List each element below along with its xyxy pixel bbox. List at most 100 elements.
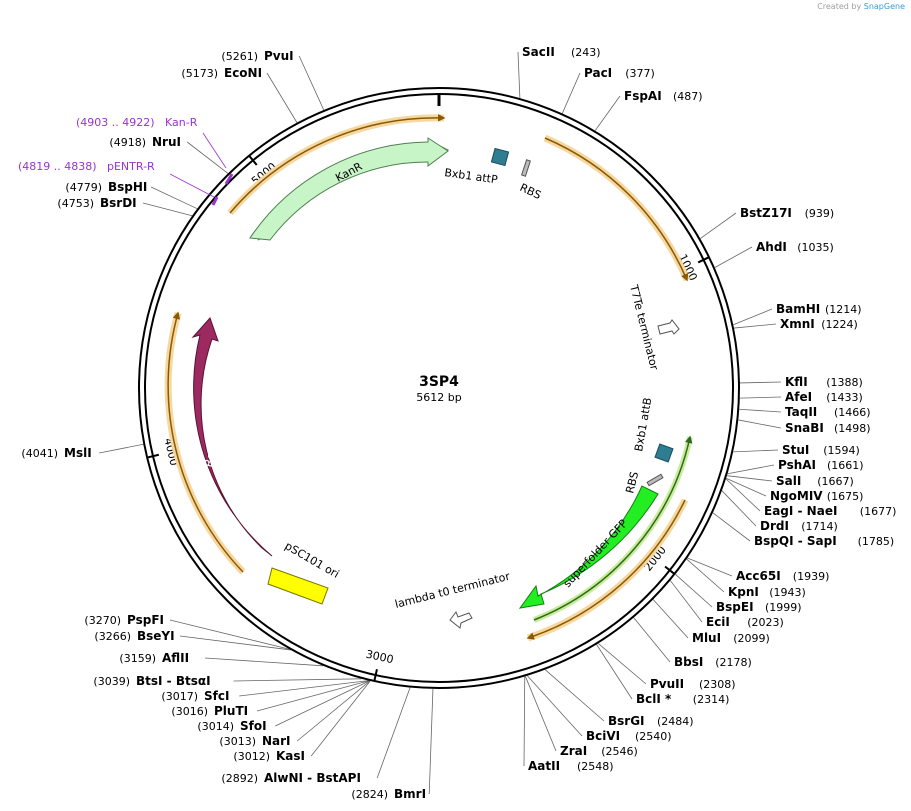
enzyme-pvui-name[interactable]: PvuI — [264, 49, 294, 63]
enzyme-mlui-name[interactable]: MluI — [692, 631, 721, 645]
enzyme-pluti-leader — [256, 680, 369, 712]
enzyme-bsrgi-name[interactable]: BsrGI — [608, 714, 645, 728]
enzyme-alwnibstapi-name[interactable]: AlwNI - BstAPI — [264, 771, 361, 785]
enzyme-bsrdi-name[interactable]: BsrDI — [100, 196, 137, 210]
enzyme-bbsi-name[interactable]: BbsI — [674, 655, 703, 669]
enzyme-fspai-pos: (487) — [673, 90, 703, 103]
enzyme-ahdi-leader — [714, 246, 753, 268]
enzyme-ecii-name[interactable]: EciI — [706, 615, 730, 629]
enzyme-bspqisapi-pos: (1785) — [858, 535, 895, 548]
tick-label-3000: 3000 — [365, 648, 395, 667]
enzyme-drdi-name[interactable]: DrdI — [760, 519, 789, 533]
enzyme-aatii-name[interactable]: AatII — [528, 759, 560, 773]
enzyme-pshai-name[interactable]: PshAI — [778, 458, 816, 472]
enzyme-bbsi-pos: (2178) — [715, 656, 752, 669]
enzyme-ngomiv-name[interactable]: NgoMIV — [770, 489, 823, 503]
enzyme-eaginaei-pos: (1677) — [860, 505, 897, 518]
enzyme-bsphi-leader — [150, 186, 198, 210]
enzyme-sfoi-pos: (3014) — [197, 720, 234, 733]
enzyme-kpni-name[interactable]: KpnI — [728, 585, 759, 599]
rbs2-box[interactable] — [646, 473, 664, 487]
tick-2000 — [664, 565, 676, 575]
lambda-terminator-shape[interactable] — [449, 610, 473, 629]
gfp-arrow[interactable] — [518, 485, 659, 609]
enzyme-stui-name[interactable]: StuI — [782, 443, 809, 457]
enzyme-sacii-pos: (243) — [571, 46, 601, 59]
enzyme-zrai-name[interactable]: ZraI — [560, 744, 587, 758]
enzyme-bsphi-name[interactable]: BspHI — [108, 180, 147, 194]
enzyme-bcli-pos: (2314) — [693, 693, 730, 706]
enzyme-pspfi-leader — [169, 619, 290, 650]
enzyme-bseyi-name[interactable]: BseYI — [137, 629, 175, 643]
enzyme-bsrgi-pos: (2484) — [657, 715, 694, 728]
orf-arc-3 — [526, 498, 689, 642]
enzyme-bmri-name[interactable]: BmrI — [394, 787, 426, 801]
enzyme-btsibtsi-pos: (3039) — [93, 675, 130, 688]
enzyme-bcli-name[interactable]: BclI * — [636, 692, 672, 706]
enzyme-pvuii-leader — [598, 643, 647, 685]
enzyme-bspei-name[interactable]: BspEI — [716, 600, 754, 614]
enzyme-snabi-pos: (1498) — [834, 422, 871, 435]
orf-arc-5-line — [533, 435, 693, 621]
psc101-ori-box[interactable] — [267, 567, 329, 605]
enzyme-btsibtsi-name[interactable]: BtsI - BtsαI — [136, 674, 211, 688]
enzyme-bamhi-name[interactable]: BamHI — [776, 302, 820, 316]
enzyme-eaginaei-leader — [725, 478, 761, 512]
enzyme-nrui-name[interactable]: NruI — [152, 135, 181, 149]
enzyme-nari-name[interactable]: NarI — [262, 734, 291, 748]
orf-arc-2-line — [544, 137, 689, 282]
enzyme-bmri-pos: (2824) — [351, 788, 388, 801]
tick-4000 — [146, 453, 160, 459]
t7te-terminator-shape[interactable] — [657, 319, 680, 335]
gfp-label: superfolder GFP — [561, 517, 631, 590]
enzyme-ahdi-pos: (1035) — [797, 241, 834, 254]
enzyme-afei-name[interactable]: AfeI — [785, 390, 812, 404]
enzyme-sali-name[interactable]: SalI — [776, 474, 801, 488]
enzyme-pvui-leader — [298, 55, 325, 111]
enzyme-ahdi-name[interactable]: AhdI — [756, 240, 787, 254]
enzyme-sacii-leader — [517, 51, 521, 99]
rbs2-label: RBS — [623, 470, 641, 494]
enzyme-sacii-name[interactable]: SacII — [522, 45, 555, 59]
enzyme-bstz17i-name[interactable]: BstZ17I — [740, 206, 792, 220]
enzyme-snabi-name[interactable]: SnaBI — [785, 421, 824, 435]
enzyme-kfli-leader — [739, 381, 782, 384]
bxb1-attb-label: Bxb1 attB — [632, 397, 654, 453]
enzyme-bcivi-pos: (2540) — [635, 730, 672, 743]
enzyme-bcivi-name[interactable]: BciVI — [586, 729, 620, 743]
enzyme-pspfi-name[interactable]: PspFI — [127, 613, 164, 627]
rep101-arrow[interactable] — [191, 317, 273, 557]
enzyme-kasi-name[interactable]: KasI — [276, 749, 305, 763]
enzyme-bstz17i-leader — [700, 212, 737, 239]
enzyme-aflii-name[interactable]: AflII — [162, 651, 189, 665]
enzyme-pluti-name[interactable]: PluTI — [214, 704, 248, 718]
enzyme-bspqisapi-name[interactable]: BspQI - SapI — [754, 534, 837, 548]
enzyme-drdi-pos: (1714) — [801, 520, 838, 533]
enzyme-pvuii-name[interactable]: PvuII — [650, 677, 684, 691]
enzyme-bsrdi-leader — [142, 202, 193, 217]
enzyme-paci-name[interactable]: PacI — [584, 66, 612, 80]
bxb1-attp-box[interactable] — [490, 147, 510, 167]
enzyme-sfoi-name[interactable]: SfoI — [240, 719, 267, 733]
bxb1-attp-label: Bxb1 attP — [444, 166, 499, 186]
enzyme-pshai-pos: (1661) — [827, 459, 864, 472]
rbs1-box[interactable] — [520, 159, 532, 177]
primer-kanr-mark — [224, 173, 234, 185]
primer-kanr-name: Kan-R — [165, 116, 198, 129]
enzyme-eaginaei-name[interactable]: EagI - NaeI — [764, 504, 837, 518]
enzyme-econi-name[interactable]: EcoNI — [224, 66, 262, 80]
enzyme-sfci-name[interactable]: SfcI — [204, 689, 229, 703]
enzyme-xmni-name[interactable]: XmnI — [780, 317, 815, 331]
orf-arc-2 — [543, 134, 691, 282]
enzyme-kpni-pos: (1943) — [769, 586, 806, 599]
enzyme-fspai-name[interactable]: FspAI — [624, 89, 662, 103]
bxb1-attb-box[interactable] — [654, 443, 674, 463]
enzyme-afei-leader — [739, 396, 782, 399]
kanr-arrow-body[interactable] — [249, 137, 449, 241]
enzyme-bstz17i-pos: (939) — [805, 207, 835, 220]
enzyme-kfli-name[interactable]: KflI — [785, 375, 808, 389]
enzyme-msli-name[interactable]: MslI — [64, 446, 92, 460]
enzyme-stui-leader — [733, 449, 779, 453]
enzyme-taqii-name[interactable]: TaqII — [785, 405, 817, 419]
enzyme-acc65i-name[interactable]: Acc65I — [736, 569, 781, 583]
